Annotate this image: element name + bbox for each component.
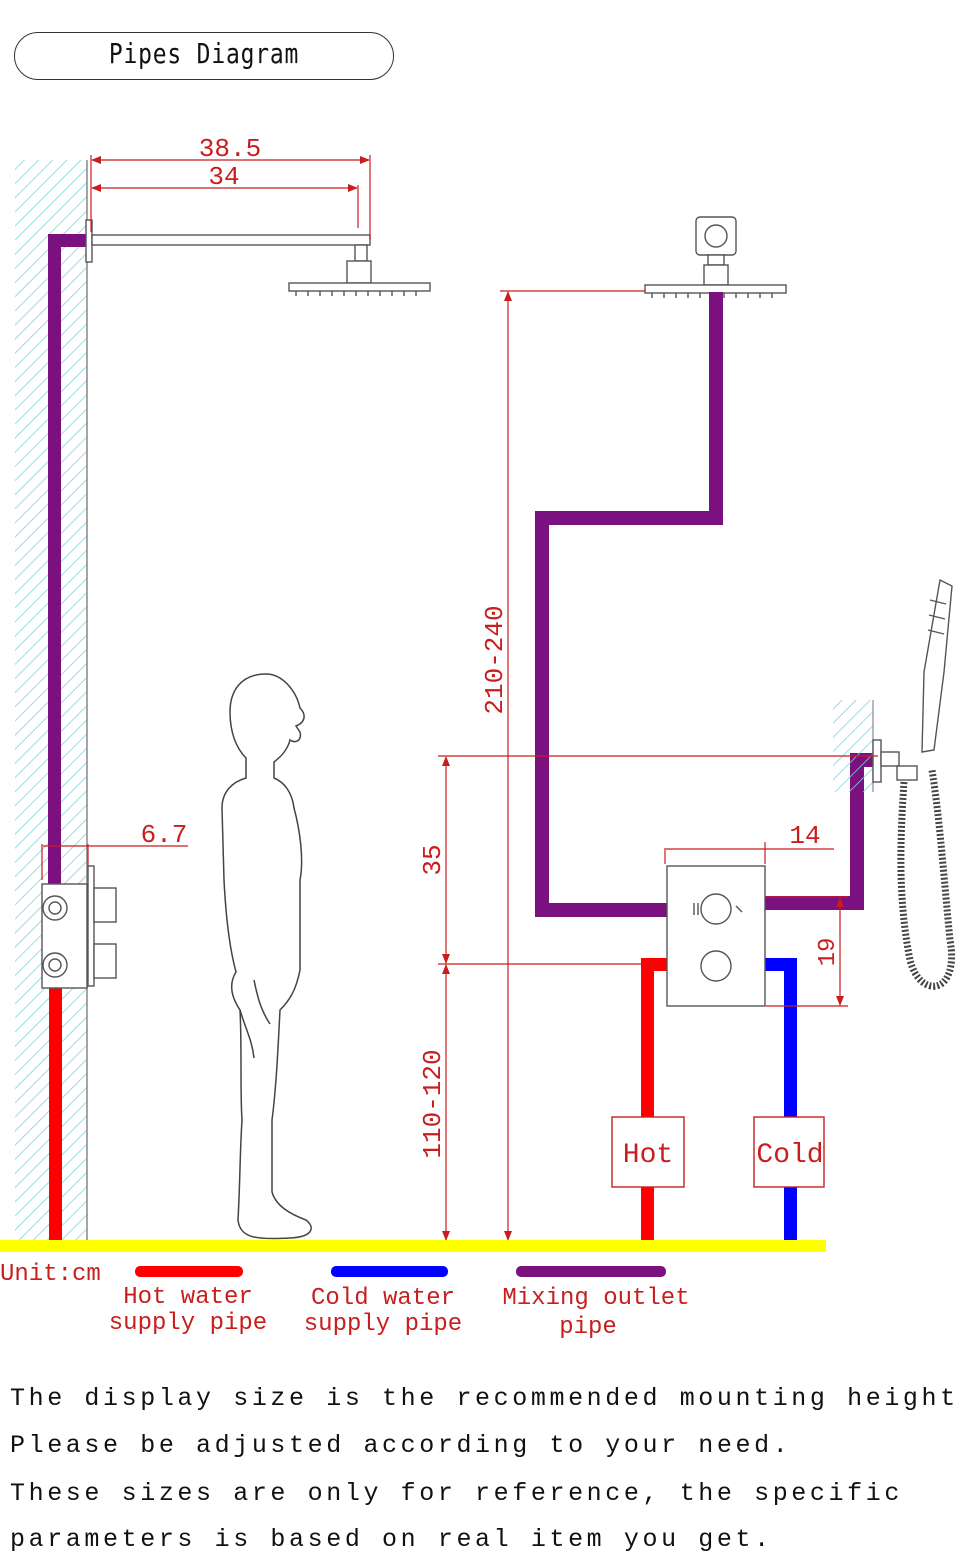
legend-mixing-line1: Mixing outlet: [502, 1285, 689, 1312]
cold-label-box: Cold: [753, 1116, 825, 1188]
note-line-2: Please be adjusted according to your nee…: [10, 1431, 792, 1460]
legend-cold-line2: supply pipe: [304, 1311, 462, 1338]
note-line-1: The display size is the recommended moun…: [10, 1384, 960, 1413]
hot-label: Hot: [623, 1140, 673, 1171]
legend-mixing-line2: pipe: [559, 1314, 617, 1341]
floor-line: [0, 1240, 826, 1252]
legend-hot-swatch: [135, 1266, 243, 1277]
legend-hot-line1: Hot water: [123, 1284, 253, 1311]
hot-label-box: Hot: [611, 1116, 685, 1188]
right-valve-panel: [666, 865, 766, 1007]
dim-ceiling-height: 210-240: [480, 605, 510, 714]
right-shower-head: [644, 216, 787, 298]
dim-arm-inner: 34: [208, 162, 239, 192]
dim-outlet-width: 14: [789, 821, 820, 851]
legend-cold: Cold water supply pipe: [304, 1266, 462, 1338]
hand-shower: [872, 578, 956, 990]
dim-outlet-drop: 19: [815, 938, 842, 967]
title-pill: Pipes Diagram: [14, 32, 394, 80]
right-hot-pipe: [641, 958, 668, 1242]
right-mixing-pipe: [535, 292, 880, 917]
left-shower-head: [85, 219, 431, 296]
legend-mixing-swatch: [516, 1266, 666, 1277]
dim-arm-outer: 38.5: [199, 134, 261, 164]
cold-label: Cold: [756, 1140, 823, 1171]
legend-hot-line2: supply pipe: [109, 1310, 267, 1337]
left-valve-box: [41, 865, 117, 989]
human-figure: [221, 673, 312, 1240]
note-line-3: These sizes are only for reference, the …: [10, 1479, 903, 1508]
dim-valve-depth: 6.7: [141, 820, 188, 850]
unit-label: Unit:cm: [0, 1261, 101, 1288]
arm-dimension-lines: [41, 155, 371, 880]
legend-cold-line1: Cold water: [311, 1285, 455, 1312]
note-line-4: parameters is based on real item you get…: [10, 1525, 773, 1554]
legend-hot: Hot water supply pipe: [109, 1266, 267, 1337]
legend-mixing: Mixing outlet pipe: [502, 1266, 690, 1341]
right-wall: [833, 700, 874, 792]
right-cold-pipe: [765, 958, 797, 1242]
page-title: Pipes Diagram: [108, 37, 300, 70]
left-hot-pipe: [49, 980, 62, 1242]
legend-cold-swatch: [331, 1266, 448, 1277]
dim-valve-height: 110-120: [418, 1049, 448, 1158]
right-dimension-lines: [438, 290, 878, 1241]
dim-outlet-offset: 35: [418, 844, 448, 875]
left-mixing-pipe: [48, 234, 88, 884]
